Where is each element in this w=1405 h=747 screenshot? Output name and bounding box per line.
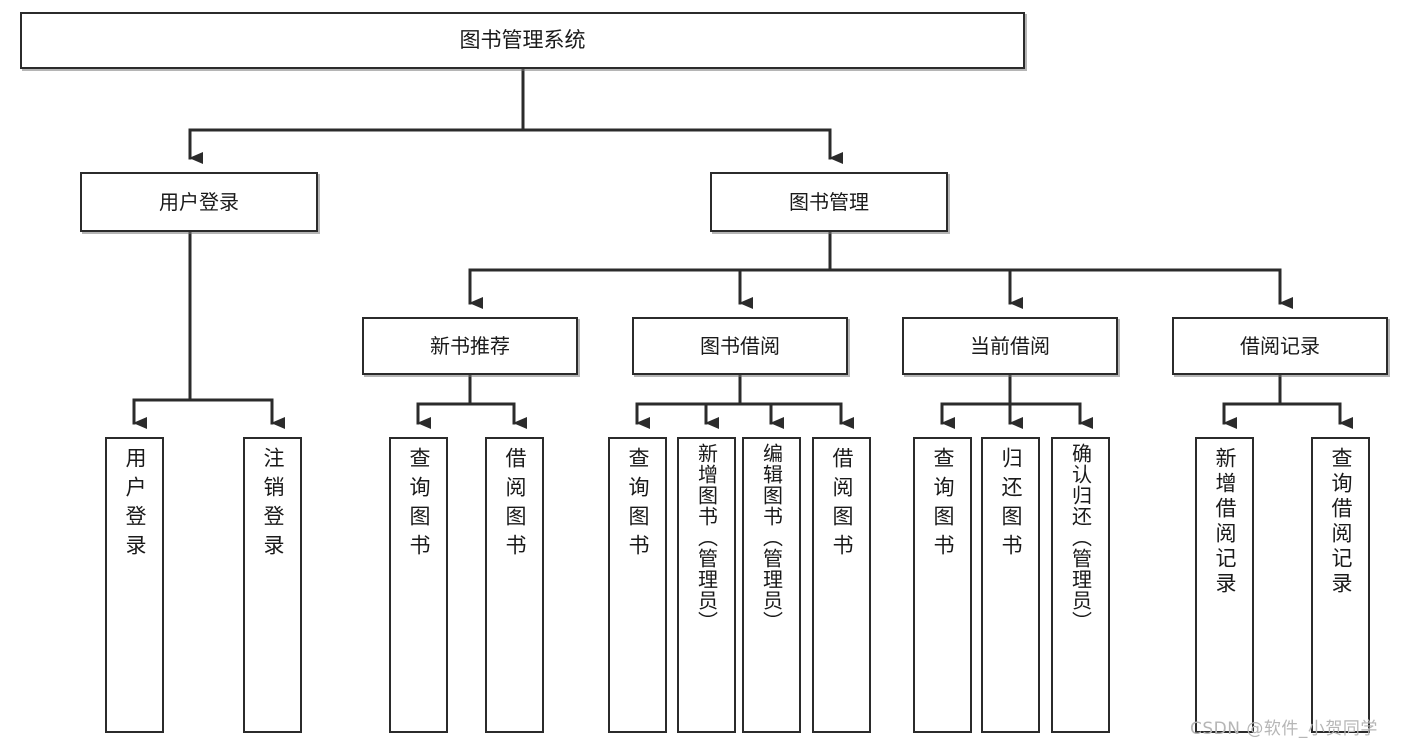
- node-root-system[interactable]: 图书管理系统: [20, 12, 1025, 69]
- node-label: 借阅图书: [503, 447, 527, 563]
- node-leaf-return-book[interactable]: 归还图书: [981, 437, 1040, 733]
- node-leaf-borrow-book-1[interactable]: 借阅图书: [485, 437, 544, 733]
- node-label: 图书管理系统: [459, 27, 586, 52]
- csdn-watermark: CSDN @软件_小贺同学: [1190, 719, 1378, 739]
- node-label: 新增借阅记录: [1213, 447, 1237, 597]
- node-label: 用户登录: [123, 447, 147, 563]
- node-label: 查询图书: [407, 447, 431, 563]
- node-label: 图书管理: [789, 189, 869, 214]
- node-label: 新书推荐: [430, 333, 510, 358]
- node-leaf-confirm-return[interactable]: 确认归还（管理员）: [1051, 437, 1110, 733]
- node-label: 确认归还（管理员）: [1068, 443, 1093, 632]
- node-label: 查询图书: [626, 447, 650, 563]
- node-label: 查询图书: [931, 447, 955, 563]
- node-leaf-query-record[interactable]: 查询借阅记录: [1311, 437, 1370, 733]
- node-leaf-query-book-2[interactable]: 查询图书: [608, 437, 667, 733]
- node-leaf-add-book[interactable]: 新增图书（管理员）: [677, 437, 736, 733]
- node-label: 借阅图书: [830, 447, 854, 563]
- node-label: 图书借阅: [700, 333, 780, 358]
- node-leaf-query-book-1[interactable]: 查询图书: [389, 437, 448, 733]
- node-borrow-record[interactable]: 借阅记录: [1172, 317, 1388, 375]
- node-label: 新增图书（管理员）: [694, 443, 719, 632]
- node-new-book-recommend[interactable]: 新书推荐: [362, 317, 578, 375]
- node-book-management[interactable]: 图书管理: [710, 172, 948, 232]
- node-label: 注销登录: [261, 447, 285, 563]
- node-leaf-add-record[interactable]: 新增借阅记录: [1195, 437, 1254, 733]
- node-book-borrow[interactable]: 图书借阅: [632, 317, 848, 375]
- node-leaf-logout-login[interactable]: 注销登录: [243, 437, 302, 733]
- node-label: 当前借阅: [970, 333, 1050, 358]
- node-leaf-user-login[interactable]: 用户登录: [105, 437, 164, 733]
- node-label: 借阅记录: [1240, 333, 1320, 358]
- node-label: 编辑图书（管理员）: [759, 443, 784, 632]
- node-label: 用户登录: [159, 189, 239, 214]
- node-current-borrow[interactable]: 当前借阅: [902, 317, 1118, 375]
- node-label: 查询借阅记录: [1329, 447, 1353, 597]
- node-leaf-query-book-3[interactable]: 查询图书: [913, 437, 972, 733]
- node-leaf-edit-book[interactable]: 编辑图书（管理员）: [742, 437, 801, 733]
- node-label: 归还图书: [999, 447, 1023, 563]
- node-leaf-borrow-book-2[interactable]: 借阅图书: [812, 437, 871, 733]
- node-user-login[interactable]: 用户登录: [80, 172, 318, 232]
